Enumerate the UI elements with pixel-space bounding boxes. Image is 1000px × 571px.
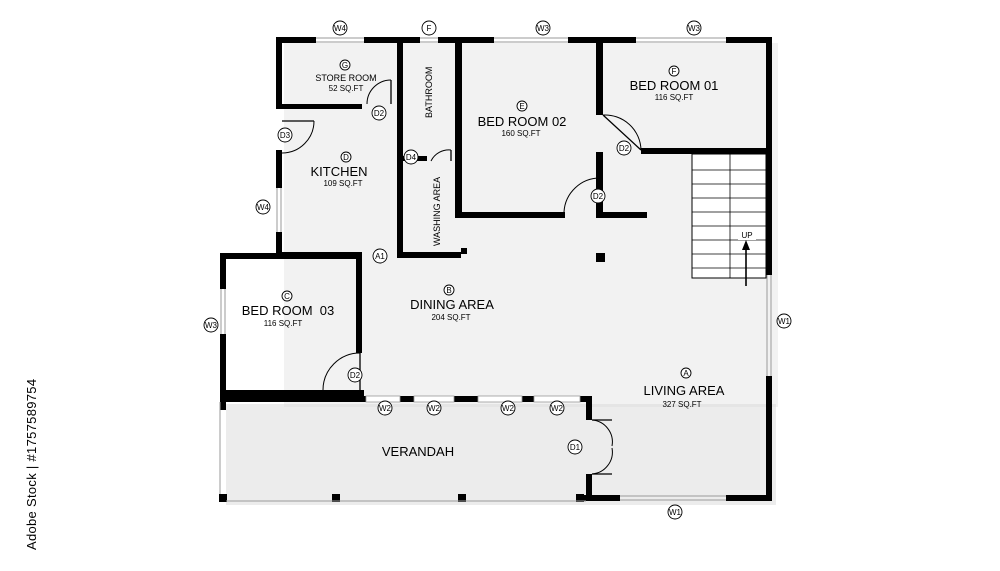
doors <box>281 79 642 475</box>
svg-text:D4: D4 <box>406 153 417 162</box>
tag-w4-top: W4 <box>332 20 348 36</box>
tag-a1: A1 <box>372 248 388 264</box>
room-labels: G STORE ROOM 52 SQ.FT BATHROOM E BED ROO… <box>242 59 725 459</box>
bed-room-01-name: BED ROOM 01 <box>630 78 719 93</box>
stock-id-text: Adobe Stock | #1757589754 <box>24 379 39 550</box>
svg-text:W4: W4 <box>334 24 347 33</box>
svg-text:W3: W3 <box>205 321 218 330</box>
tag-w1-bottom: W1 <box>667 504 683 520</box>
tag-w2-3: W2 <box>500 400 516 416</box>
tag-w3-top-2: W3 <box>686 20 702 36</box>
svg-text:W2: W2 <box>428 404 441 413</box>
living-area-tag: A <box>683 369 689 378</box>
bathroom-name: BATHROOM <box>424 67 434 118</box>
bed-room-03-name: BED ROOM 03 <box>242 303 334 318</box>
bed-room-01-area: 116 SQ.FT <box>655 93 694 102</box>
store-room-tag: G <box>342 61 348 70</box>
svg-text:W2: W2 <box>551 404 564 413</box>
kitchen-area: 109 SQ.FT <box>323 179 362 188</box>
stock-number: 1757589754 <box>24 378 39 454</box>
svg-text:W3: W3 <box>688 24 701 33</box>
svg-text:W1: W1 <box>669 508 682 517</box>
svg-text:D1: D1 <box>570 443 581 452</box>
bed-room-02-name: BED ROOM 02 <box>478 114 567 129</box>
kitchen-name: KITCHEN <box>310 164 367 179</box>
tag-d2-bed2: D2 <box>590 188 606 204</box>
store-room-name: STORE ROOM <box>315 73 376 83</box>
store-room-area: 52 SQ.FT <box>329 84 364 93</box>
element-tags: W4 F W3 W3 D2 D3 D4 D2 D2 W4 A1 W3 W1 D2… <box>203 20 792 520</box>
tag-w1-right: W1 <box>776 313 792 329</box>
svg-text:F: F <box>427 24 432 33</box>
bed-room-03-area: 116 SQ.FT <box>264 319 303 328</box>
stair-up-label: UP <box>741 231 752 240</box>
svg-text:D3: D3 <box>280 131 291 140</box>
tag-d1: D1 <box>567 439 583 455</box>
svg-text:W3: W3 <box>537 24 550 33</box>
tag-w4-kitchen: W4 <box>255 199 271 215</box>
bed-room-02-tag: E <box>519 102 524 111</box>
tag-w3-top-1: W3 <box>535 20 551 36</box>
tag-w2-4: W2 <box>549 400 565 416</box>
svg-text:W2: W2 <box>379 404 392 413</box>
svg-text:D2: D2 <box>350 371 361 380</box>
tag-d3-kitchen: D3 <box>277 127 293 143</box>
bed-room-02-area: 160 SQ.FT <box>501 129 540 138</box>
tag-w2-2: W2 <box>426 400 442 416</box>
dining-area-tag: B <box>446 286 451 295</box>
verandah-name: VERANDAH <box>382 444 454 459</box>
stock-id-vertical: Adobe Stock | #1757589754 <box>6 330 39 550</box>
living-area-area: 327 SQ.FT <box>662 400 701 409</box>
bed-room-01-tag: F <box>672 67 677 76</box>
svg-text:D2: D2 <box>374 109 385 118</box>
svg-text:D2: D2 <box>593 192 604 201</box>
tag-d4-washing: D4 <box>403 149 419 165</box>
bed-room-03-tag: C <box>284 292 290 301</box>
svg-text:W2: W2 <box>502 404 515 413</box>
tag-f-top: F <box>421 20 437 36</box>
dining-area-name: DINING AREA <box>410 297 494 312</box>
svg-text:W4: W4 <box>257 203 270 212</box>
staircase: UP <box>691 153 767 286</box>
tag-d2-bed1: D2 <box>616 140 632 156</box>
living-area-name: LIVING AREA <box>644 383 725 398</box>
svg-text:W1: W1 <box>778 317 791 326</box>
washing-area-name: WASHING AREA <box>432 177 442 246</box>
tag-w2-1: W2 <box>377 400 393 416</box>
kitchen-tag: D <box>343 153 349 162</box>
stock-prefix: Adobe Stock | # <box>24 453 39 550</box>
dining-area-area: 204 SQ.FT <box>431 313 470 322</box>
svg-text:D2: D2 <box>619 144 630 153</box>
tag-d2-bed3: D2 <box>347 367 363 383</box>
tag-w3-bed3: W3 <box>203 317 219 333</box>
tag-d2-store: D2 <box>371 105 387 121</box>
svg-text:A1: A1 <box>375 252 385 261</box>
